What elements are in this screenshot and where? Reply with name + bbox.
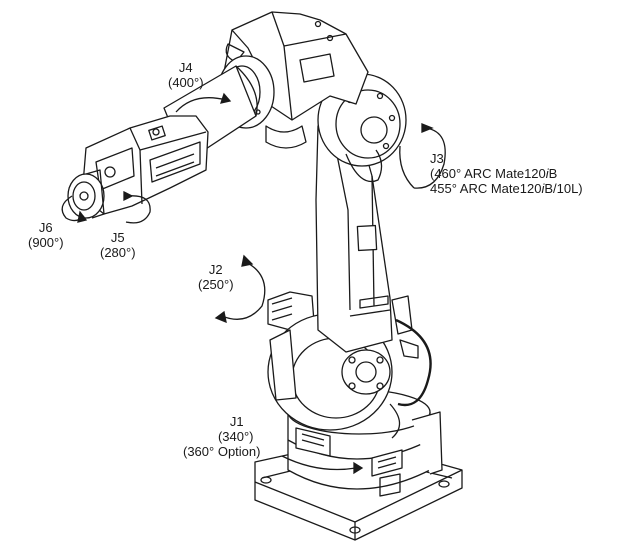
j3-range-2: 455° ARC Mate120iB/10L) bbox=[430, 181, 583, 196]
j3-range-1: (460° ARC Mate120iB bbox=[430, 166, 558, 181]
j1-rotation-arrow bbox=[281, 455, 364, 475]
j2-rotation-arrow bbox=[214, 254, 266, 324]
j3-rotation-arrow bbox=[399, 123, 446, 189]
j3-label: J3 (460° ARC Mate120iB 455° ARC Mate120i… bbox=[430, 151, 583, 196]
j6-rotation-arrow bbox=[61, 195, 88, 223]
j6-range: (900°) bbox=[28, 235, 64, 250]
j1-range: (340°) bbox=[217, 429, 254, 444]
wrist-assembly bbox=[67, 115, 209, 219]
j3-name: J3 bbox=[430, 151, 444, 166]
j6-label: J6 (900°) bbox=[28, 220, 64, 250]
j4-name: J4 bbox=[178, 60, 193, 75]
j5-range: (280°) bbox=[100, 245, 136, 260]
j5-name: J5 bbox=[110, 230, 125, 245]
j2-range: (250°) bbox=[198, 277, 234, 292]
j2-name: J2 bbox=[208, 262, 223, 277]
j1-label: J1 (340°) (360° Option) bbox=[183, 414, 260, 459]
j4-label: J4 (400°) bbox=[168, 60, 204, 90]
j5-label: J5 (280°) bbox=[100, 230, 136, 260]
j6-name: J6 bbox=[38, 220, 53, 235]
j1-option: (360° Option) bbox=[183, 444, 261, 459]
j4-rotation-arrow bbox=[175, 92, 232, 113]
j5-rotation-arrow bbox=[123, 190, 151, 224]
j2-label: J2 (250°) bbox=[198, 262, 234, 292]
vertical-arm bbox=[315, 73, 407, 353]
j4-range: (400°) bbox=[168, 75, 204, 90]
j1-name: J1 bbox=[229, 414, 244, 429]
